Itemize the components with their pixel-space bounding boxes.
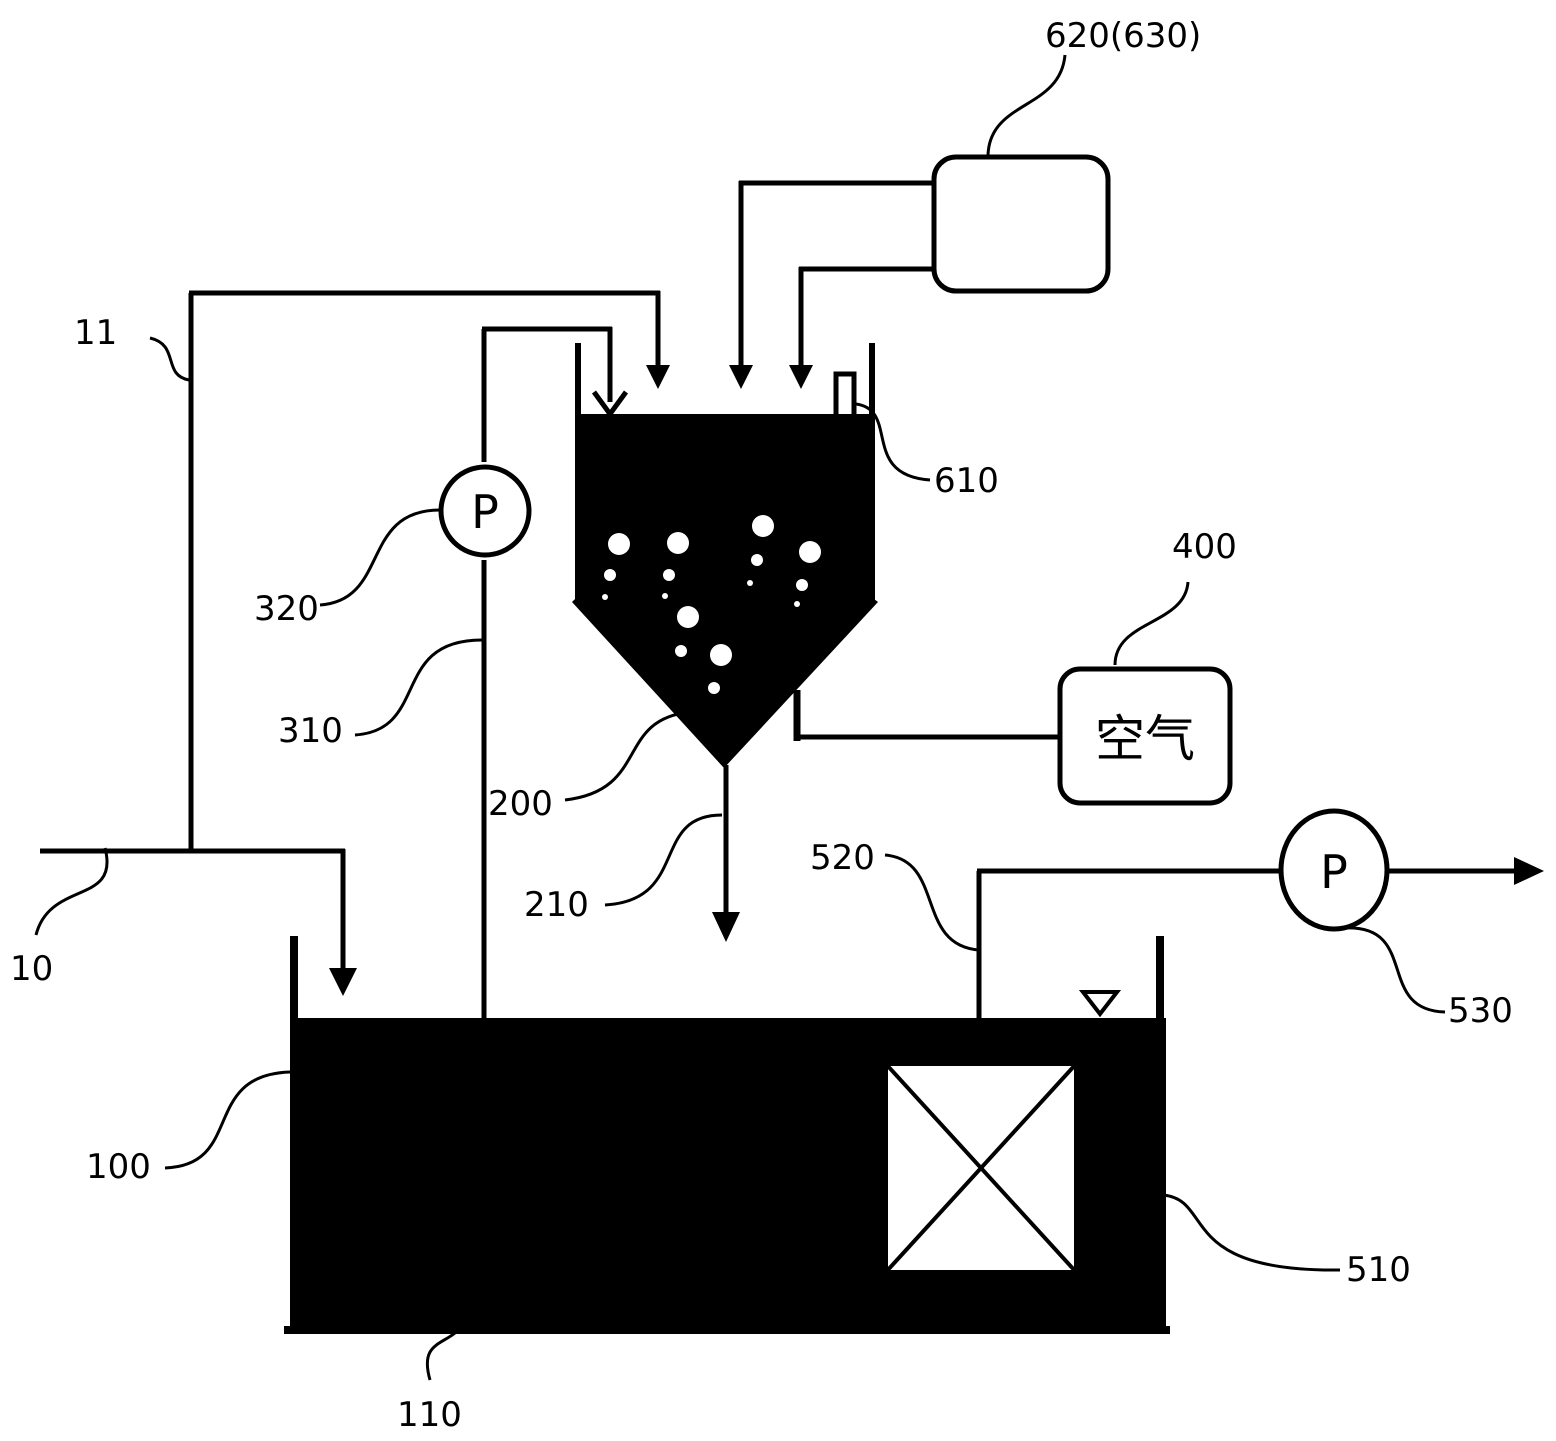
branch-pipe-11: [188, 290, 661, 853]
label-620: 620(630): [1045, 16, 1201, 56]
leader-11: [149, 336, 190, 382]
leader-400: [1113, 581, 1190, 666]
circulation-pipe-310: [481, 326, 613, 1018]
label-520: 520: [810, 838, 875, 878]
leader-320: [319, 508, 441, 607]
label-210: 210: [524, 885, 589, 925]
label-610: 610: [934, 461, 999, 501]
air-supply-400: [1057, 666, 1233, 806]
labels: 10 11 100 110 200 210 310 320 400 510 52…: [10, 16, 1513, 1435]
inlet-arrowhead: [329, 968, 357, 996]
leader-620: [986, 54, 1067, 156]
label-320: 320: [254, 589, 319, 629]
label-11: 11: [74, 313, 117, 353]
leader-200: [564, 710, 691, 802]
dosing-arrowhead-2: [789, 365, 813, 389]
label-110: 110: [397, 1395, 462, 1435]
permeate-pipe-520: [976, 868, 1520, 1018]
branch-11-arrowhead: [646, 365, 670, 389]
leader-lines: [34, 54, 1446, 1381]
label-510: 510: [1346, 1250, 1411, 1290]
label-100: 100: [86, 1147, 151, 1187]
dosing-unit-620: [931, 154, 1111, 294]
label-400: 400: [1172, 527, 1237, 567]
dosing-arrowhead-1: [729, 365, 753, 389]
pump-530-symbol: P: [1320, 845, 1348, 899]
discharge-arrowhead: [712, 912, 740, 942]
water-level-marker: [1078, 990, 1122, 1018]
level-sensor-610: [833, 371, 857, 414]
label-310: 310: [278, 711, 343, 751]
leader-510: [1162, 1193, 1341, 1272]
leader-110: [425, 1331, 456, 1381]
pump-320: P: [438, 464, 532, 558]
label-10: 10: [10, 949, 53, 989]
reactor-body: [572, 414, 878, 768]
leader-10: [34, 847, 109, 936]
air-bubbles: [602, 515, 821, 694]
leader-520: [884, 853, 980, 952]
pump-320-symbol: P: [471, 485, 499, 539]
leader-310: [354, 638, 483, 737]
reactor-200: [572, 343, 878, 768]
leader-210: [604, 813, 723, 907]
air-supply-text: 空气: [1095, 710, 1195, 768]
label-200: 200: [488, 784, 553, 824]
leader-610: [855, 402, 931, 482]
dosing-pipes: [738, 180, 934, 370]
membrane-module-510: [884, 1062, 1078, 1274]
pump-530: P: [1278, 808, 1390, 932]
permeate-arrowhead: [1514, 857, 1544, 885]
leader-100: [164, 1070, 291, 1170]
inlet-pipe-10: [40, 848, 346, 975]
label-530: 530: [1448, 991, 1513, 1031]
leader-530: [1344, 926, 1446, 1014]
